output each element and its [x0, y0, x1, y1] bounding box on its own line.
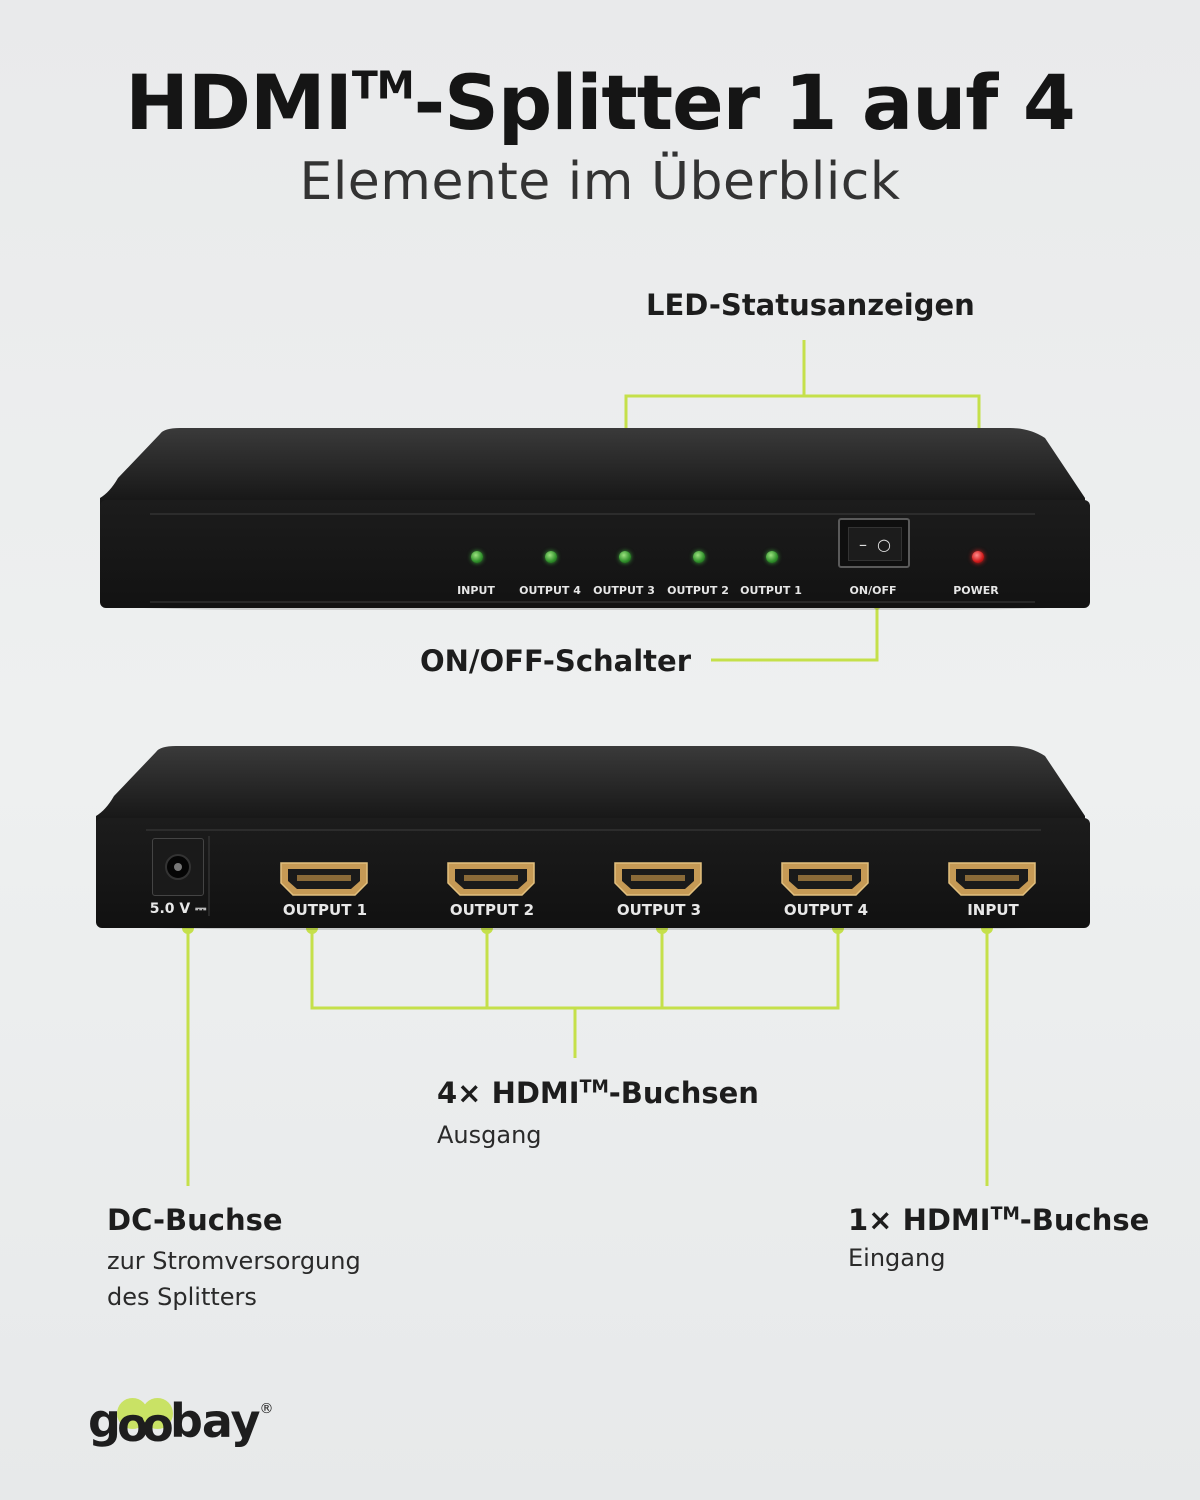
- label-back-input: INPUT: [967, 901, 1019, 919]
- dc-voltage-label: 5.0 V ⎓: [149, 901, 207, 917]
- hdmi-port-input[interactable]: [947, 861, 1037, 897]
- outputs-bracket-line: [310, 928, 840, 1010]
- label-back-output-2: OUTPUT 2: [449, 901, 535, 919]
- switch-on-symbol: ○: [877, 534, 891, 554]
- switch-callout-line: [711, 604, 879, 662]
- splitter-front-view: [100, 428, 1090, 610]
- outputs-callout-title: 4× HDMITM-Buchsen: [437, 1076, 759, 1110]
- hdmi-port-output-1[interactable]: [279, 861, 369, 897]
- label-back-output-3: OUTPUT 3: [616, 901, 702, 919]
- hdmi-port-output-3[interactable]: [613, 861, 703, 897]
- page-title: HDMITM-Splitter 1 auf 4: [125, 58, 1075, 147]
- label-output-2: OUTPUT 2: [667, 584, 729, 597]
- led-output-3: [619, 551, 631, 563]
- led-output-1: [766, 551, 778, 563]
- switch-callout-title: ON/OFF-Schalter: [420, 644, 691, 678]
- switch-off-symbol: –: [859, 534, 868, 554]
- dc-jack[interactable]: [152, 838, 204, 896]
- dc-callout-sub-1: zur Stromversorgung: [107, 1247, 361, 1275]
- label-power: POWER: [953, 584, 999, 597]
- on-off-switch[interactable]: –○: [838, 518, 910, 568]
- logo-o-2: o: [141, 1398, 174, 1452]
- splitter-back-view: [96, 746, 1090, 930]
- hdmi-port-output-2[interactable]: [446, 861, 536, 897]
- hdmi-port-output-4[interactable]: [780, 861, 870, 897]
- led-callout-title: LED-Statusanzeigen: [646, 288, 975, 322]
- page-subtitle: Elemente im Überblick: [299, 152, 901, 212]
- label-input: INPUT: [457, 584, 495, 597]
- outputs-callout-sub: Ausgang: [437, 1121, 542, 1149]
- led-output-4: [545, 551, 557, 563]
- input-callout-sub: Eingang: [848, 1244, 946, 1272]
- led-output-2: [693, 551, 705, 563]
- led-input: [471, 551, 483, 563]
- label-output-3: OUTPUT 3: [593, 584, 655, 597]
- dc-callout-sub-2: des Splitters: [107, 1283, 257, 1311]
- led-power: [972, 551, 984, 563]
- label-on-off: ON/OFF: [849, 584, 897, 597]
- label-output-4: OUTPUT 4: [519, 584, 581, 597]
- label-output-1: OUTPUT 1: [740, 584, 802, 597]
- goobay-logo: goobay®: [88, 1394, 273, 1452]
- input-callout-title: 1× HDMITM-Buchse: [848, 1203, 1150, 1237]
- label-back-output-1: OUTPUT 1: [282, 901, 368, 919]
- dc-callout-title: DC-Buchse: [107, 1203, 283, 1237]
- label-back-output-4: OUTPUT 4: [783, 901, 869, 919]
